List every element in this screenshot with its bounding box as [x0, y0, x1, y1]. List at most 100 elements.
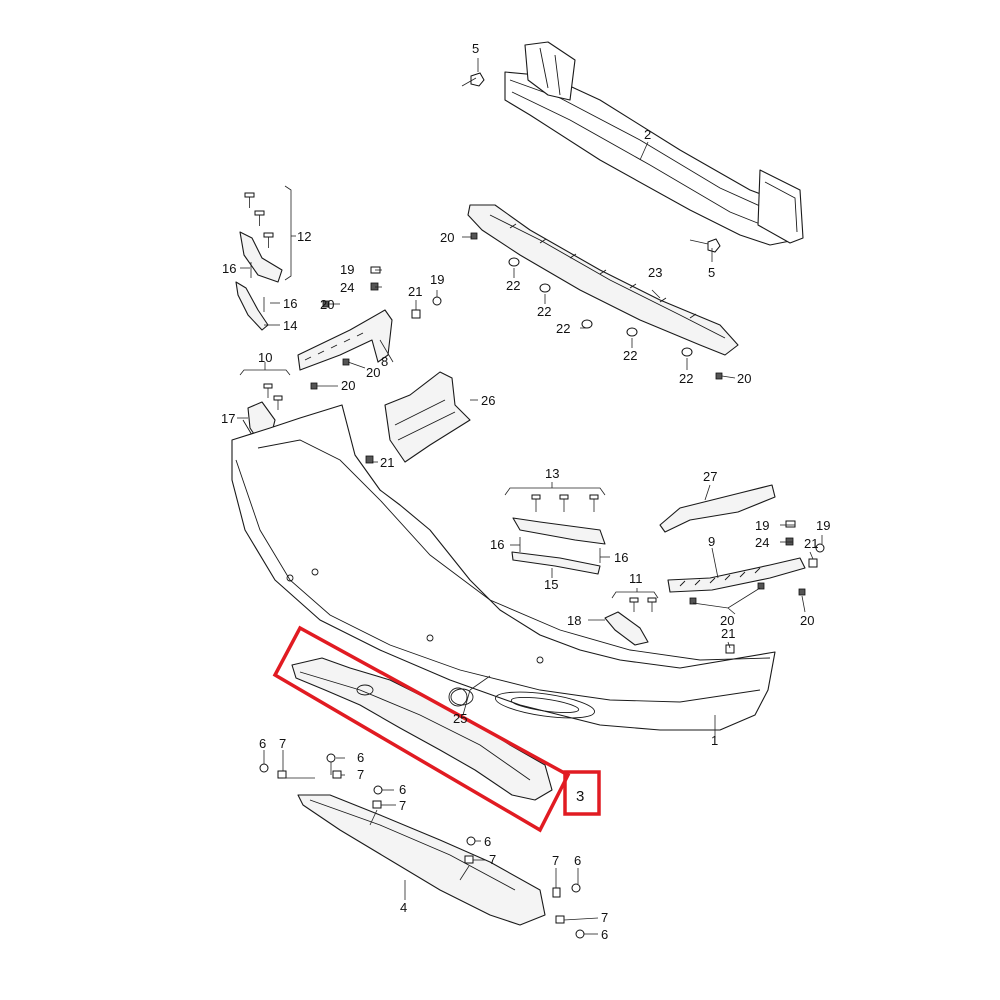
callout-8: 8 — [381, 354, 388, 369]
callout-16: 16 — [222, 261, 236, 276]
bumper-reinforcement-beam — [504, 41, 804, 246]
screw-icon — [470, 232, 478, 240]
callout-21: 21 — [380, 455, 394, 470]
clip-icon — [725, 644, 735, 654]
callout-18: 18 — [567, 613, 581, 628]
screw-icon — [589, 494, 599, 512]
callout-9: 9 — [708, 534, 715, 549]
callout-24: 24 — [755, 535, 769, 550]
callout-6: 6 — [601, 927, 608, 942]
callout-26: 26 — [481, 393, 495, 408]
callout-labels: 5 5 2 12 20 16 16 14 19 24 20 21 19 8 20… — [221, 41, 830, 942]
callout-16: 16 — [490, 537, 504, 552]
clip-nut-icon — [681, 347, 693, 357]
clip-icon — [411, 309, 421, 319]
clip-nut-icon — [508, 257, 520, 267]
callout-12: 12 — [297, 229, 311, 244]
callout-6: 6 — [357, 750, 364, 765]
right-mounting-bracket — [604, 611, 649, 646]
screw-icon — [647, 597, 657, 612]
screw-icon — [310, 382, 318, 390]
callout-5: 5 — [708, 265, 715, 280]
nut-icon — [277, 770, 287, 779]
callout-7: 7 — [399, 798, 406, 813]
callout-20: 20 — [440, 230, 454, 245]
screw-icon — [263, 232, 274, 248]
callout-6: 6 — [574, 853, 581, 868]
callout-20: 20 — [800, 613, 814, 628]
callout-7: 7 — [279, 736, 286, 751]
callout-22: 22 — [506, 278, 520, 293]
callout-22: 22 — [537, 304, 551, 319]
clip-icon — [808, 558, 818, 568]
callout-7: 7 — [552, 853, 559, 868]
screw-icon — [629, 597, 639, 612]
callout-17: 17 — [221, 411, 235, 426]
clip-nut-icon — [626, 327, 638, 337]
clip-icon — [785, 520, 796, 528]
screw-icon — [466, 836, 476, 846]
callout-6: 6 — [399, 782, 406, 797]
callout-7: 7 — [489, 852, 496, 867]
callout-20: 20 — [737, 371, 751, 386]
callout-27: 27 — [703, 469, 717, 484]
callout-22: 22 — [556, 321, 570, 336]
clip-icon — [815, 543, 825, 553]
screw-icon — [798, 588, 806, 596]
callout-22: 22 — [679, 371, 693, 386]
nut-icon — [555, 915, 565, 924]
callout-19: 19 — [755, 518, 769, 533]
grommet-icon — [448, 687, 468, 707]
screw-icon — [259, 763, 269, 773]
callout-21: 21 — [408, 284, 422, 299]
left-air-guide — [384, 371, 471, 463]
callout-6: 6 — [484, 834, 491, 849]
screw-icon — [575, 929, 585, 939]
callout-7: 7 — [357, 767, 364, 782]
screw-icon — [254, 210, 265, 226]
callout-7: 7 — [601, 910, 608, 925]
nut-icon — [470, 72, 485, 87]
callout-23: 23 — [648, 265, 662, 280]
lower-trim-strip — [297, 794, 546, 926]
screw-icon — [263, 383, 273, 398]
screw-icon — [326, 753, 336, 763]
left-side-bracket — [297, 309, 393, 371]
nut-icon — [552, 887, 561, 898]
screw-icon — [757, 582, 765, 590]
upper-guide-bracket — [467, 204, 739, 356]
callout-11: 11 — [629, 571, 643, 586]
clip-nut-icon — [581, 319, 593, 329]
left-guide-profile — [235, 231, 283, 331]
bumper-cover — [231, 404, 776, 731]
callout-14: 14 — [283, 318, 297, 333]
clip-nut-icon — [539, 283, 551, 293]
callout-22: 22 — [623, 348, 637, 363]
callout-1: 1 — [711, 733, 718, 748]
screw-icon — [689, 597, 697, 605]
callout-20: 20 — [720, 613, 734, 628]
callout-20: 20 — [320, 297, 334, 312]
lower-spoiler — [291, 657, 553, 801]
callout-16: 16 — [283, 296, 297, 311]
leader-lines — [237, 58, 823, 935]
callout-25: 25 — [453, 711, 467, 726]
callout-10: 10 — [258, 350, 272, 365]
callout-21: 21 — [721, 626, 735, 641]
nut-icon — [707, 238, 721, 253]
right-air-guide — [659, 484, 776, 533]
callout-21: 21 — [804, 536, 818, 551]
screw-icon — [244, 192, 255, 208]
nut-icon — [332, 770, 342, 779]
screw-icon — [571, 883, 581, 893]
highlight-callout-box — [272, 625, 601, 833]
clip-icon — [365, 455, 374, 464]
center-bracket-lower — [511, 551, 601, 575]
callout-19: 19 — [430, 272, 444, 287]
screw-icon — [715, 372, 723, 380]
callout-20: 20 — [341, 378, 355, 393]
screw-icon — [373, 785, 383, 795]
callout-13: 13 — [545, 466, 559, 481]
callout-19: 19 — [816, 518, 830, 533]
